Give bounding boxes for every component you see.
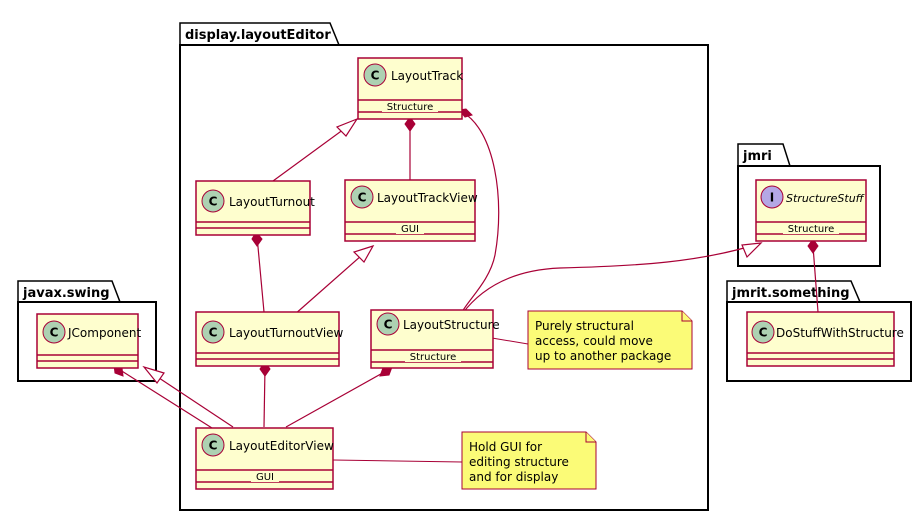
package-label: jmrit.something bbox=[731, 286, 850, 301]
separator-label: GUI bbox=[401, 224, 419, 235]
separator-label: Structure bbox=[387, 102, 434, 113]
class-layout-turnout: C LayoutTurnout bbox=[195, 180, 315, 236]
edge-structurestuff-composes-dostuff bbox=[812, 245, 819, 313]
class-badge-letter: C bbox=[371, 69, 380, 83]
class-name: LayoutTrack bbox=[391, 69, 463, 83]
class-layout-structure: C LayoutStructure Structure bbox=[370, 309, 500, 369]
interface-badge-icon bbox=[760, 185, 784, 209]
class-badge-icon bbox=[201, 433, 225, 457]
separator-label: Structure bbox=[410, 352, 457, 363]
class-jcomponent: C JComponent bbox=[36, 313, 142, 369]
class-badge-letter: C bbox=[209, 439, 218, 453]
class-name: LayoutTrackView bbox=[377, 191, 478, 205]
edge-jcomponent-composes-editorview bbox=[116, 367, 213, 429]
class-name: LayoutEditorView bbox=[229, 439, 334, 453]
note-line: Hold GUI for bbox=[469, 440, 542, 454]
note-connector-structure bbox=[491, 337, 529, 345]
inheritance-arrow bbox=[335, 117, 359, 137]
class-layout-turnout-view: C LayoutTurnoutView bbox=[195, 311, 344, 367]
inheritance-arrow bbox=[352, 244, 375, 263]
class-badge-letter: C bbox=[209, 195, 218, 209]
edge-track-composes-structure bbox=[461, 111, 500, 313]
package-label: jmri bbox=[742, 149, 772, 164]
class-badge-icon bbox=[376, 312, 400, 336]
composition-diamond bbox=[807, 238, 819, 254]
edge-structure-composes-editorview bbox=[285, 369, 389, 428]
edge-structure-implements-structurestuff bbox=[461, 243, 759, 315]
class-badge-letter: C bbox=[358, 191, 367, 205]
class-badge-icon bbox=[350, 185, 374, 209]
note-line: up to another package bbox=[535, 349, 671, 363]
class-badge-icon bbox=[751, 320, 775, 344]
class-name: DoStuffWithStructure bbox=[776, 326, 904, 340]
interface-name: StructureStuff bbox=[786, 192, 865, 205]
class-badge-letter: C bbox=[759, 326, 768, 340]
edge-editorview-extends-jcomponent bbox=[146, 369, 234, 428]
relationships bbox=[113, 108, 819, 463]
package-label: javax.swing bbox=[22, 286, 110, 301]
class-do-stuff-with-structure: C DoStuffWithStructure bbox=[746, 311, 904, 367]
edge-turnoutview-composes-editorview bbox=[263, 366, 266, 428]
edge-turnoutview-extends-trackview bbox=[293, 247, 371, 316]
composition-diamond bbox=[404, 116, 416, 132]
class-name: LayoutStructure bbox=[403, 318, 500, 332]
note-line: and for display bbox=[469, 470, 558, 484]
class-layout-editor-view: C LayoutEditorView GUI bbox=[195, 427, 334, 490]
class-badge-icon bbox=[363, 63, 387, 87]
note-line: access, could move bbox=[535, 334, 653, 348]
inheritance-arrow bbox=[741, 242, 763, 259]
class-badge-letter: C bbox=[384, 318, 393, 332]
edge-turnout-composes-turnoutview bbox=[256, 235, 265, 313]
package-label: display.layoutEditor bbox=[185, 28, 331, 43]
class-badge-icon bbox=[201, 189, 225, 213]
class-name: LayoutTurnoutView bbox=[229, 326, 344, 340]
note-structure: Purely structural access, could move up … bbox=[527, 310, 693, 370]
class-name: JComponent bbox=[67, 326, 142, 340]
note-line: Purely structural bbox=[535, 319, 634, 333]
interface-badge-letter: I bbox=[770, 191, 774, 205]
note-connector-editor bbox=[332, 459, 463, 463]
class-badge-icon bbox=[42, 320, 66, 344]
class-name: LayoutTurnout bbox=[229, 195, 315, 209]
separator-label: GUI bbox=[256, 472, 274, 483]
interface-structure-stuff: I StructureStuff Structure bbox=[755, 179, 867, 242]
note-editor: Hold GUI for editing structure and for d… bbox=[461, 431, 597, 490]
class-badge-letter: C bbox=[50, 326, 59, 340]
class-layout-track-view: C LayoutTrackView GUI bbox=[344, 179, 478, 242]
separator-label: Structure bbox=[788, 224, 835, 235]
class-badge-icon bbox=[201, 320, 225, 344]
class-badge-letter: C bbox=[209, 326, 218, 340]
class-layout-track: C LayoutTrack Structure bbox=[357, 57, 463, 120]
inheritance-arrow bbox=[142, 365, 165, 384]
note-line: editing structure bbox=[469, 455, 569, 469]
